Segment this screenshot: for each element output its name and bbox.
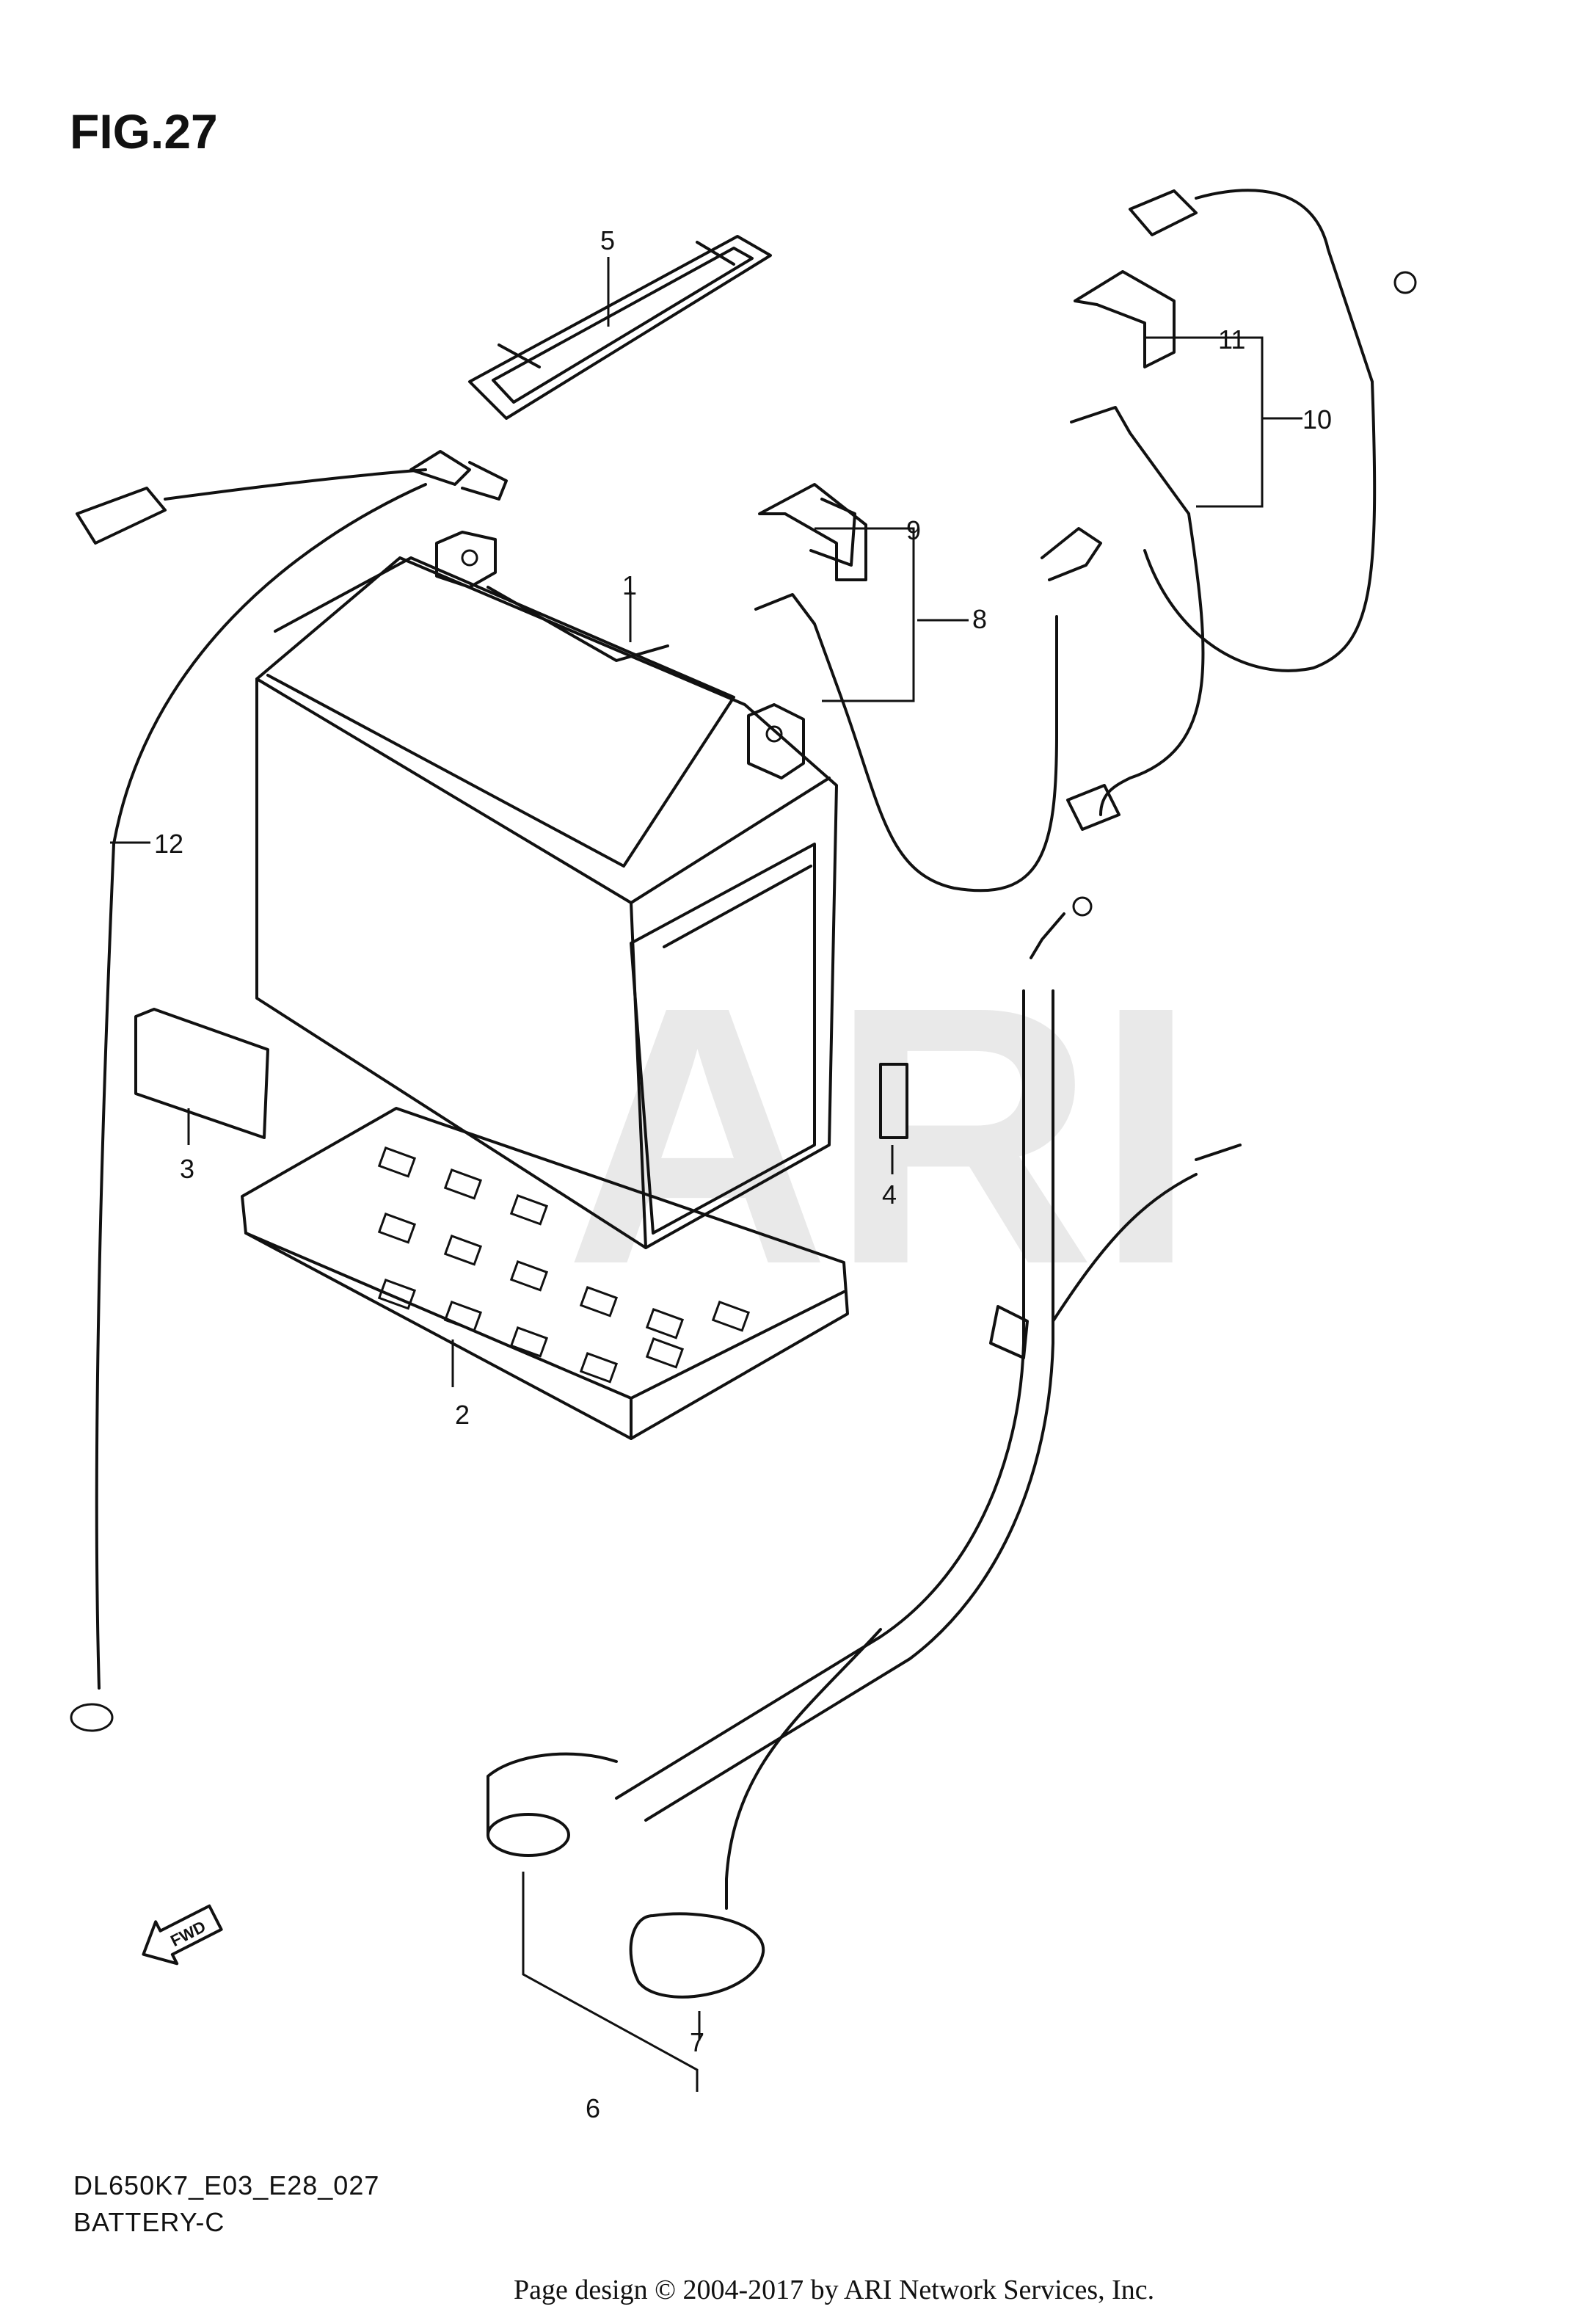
- figure-title: FIG.27: [70, 104, 218, 159]
- part-cable-10: [1066, 189, 1417, 831]
- callouts: 1 2 3 4 5 6 7 8 9 10 11 12: [154, 225, 1332, 2123]
- part-wire-harness-12: [70, 450, 508, 1732]
- callout-11: 11: [1218, 324, 1245, 355]
- callout-5: 5: [600, 225, 615, 255]
- part-battery-tray: [241, 1107, 849, 1440]
- part-cable-6: [487, 896, 1242, 1999]
- callout-10: 10: [1302, 404, 1332, 435]
- part-battery: [255, 531, 838, 1249]
- callout-4: 4: [882, 1179, 897, 1210]
- part-pad: [134, 1008, 269, 1139]
- page-footer: Page design © 2004-2017 by ARI Network S…: [514, 2275, 1154, 2305]
- forward-arrow: FWD: [142, 1904, 223, 1966]
- callout-12: 12: [154, 829, 183, 859]
- part-battery-strap: [468, 235, 772, 420]
- diagram-name: BATTERY-C: [73, 2207, 225, 2237]
- diagram-code: DL650K7_E03_E28_027: [73, 2170, 379, 2200]
- callout-6: 6: [586, 2093, 600, 2123]
- callout-8: 8: [972, 604, 987, 634]
- part-label: [879, 1063, 908, 1139]
- callout-9: 9: [906, 515, 921, 545]
- part-cable-8: [754, 483, 1102, 893]
- callout-3: 3: [180, 1154, 194, 1184]
- callout-1: 1: [622, 570, 637, 600]
- callout-2: 2: [455, 1400, 470, 1430]
- callout-7: 7: [690, 2027, 704, 2057]
- leader-lines: [110, 257, 1302, 2092]
